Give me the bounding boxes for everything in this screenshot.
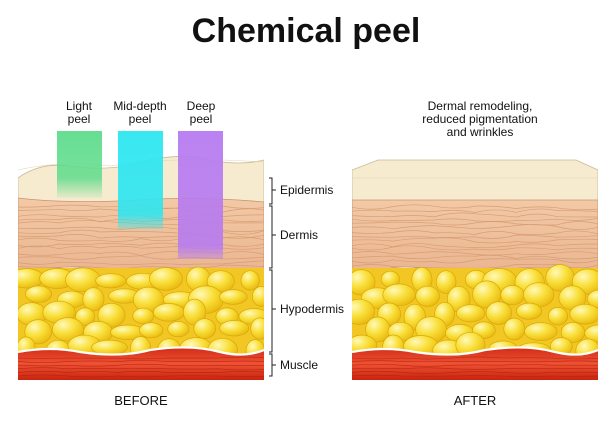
fat-cell (18, 268, 45, 289)
fat-cell (82, 287, 105, 312)
after-description: Dermal remodeling, reduced pigmentation … (422, 99, 538, 139)
muscle-label: Muscle (280, 358, 319, 372)
fat-cell (584, 324, 598, 343)
fat-cell (250, 317, 264, 340)
mid-depth-peel-bar (118, 131, 163, 229)
epidermis-label: Epidermis (280, 183, 334, 197)
fat-cell (219, 320, 250, 337)
fat-cell (91, 339, 128, 356)
fat-cell (132, 307, 155, 325)
fat-cell (516, 302, 543, 320)
fat-cell (152, 303, 185, 322)
fat-cell (352, 269, 376, 296)
fat-cell (97, 302, 126, 328)
fat-cell (547, 307, 569, 326)
fat-cell (485, 301, 512, 325)
fat-cell (500, 285, 525, 306)
fat-cell (219, 289, 248, 305)
fat-cell (148, 267, 183, 291)
fat-cell (524, 322, 558, 341)
fat-cell (456, 304, 486, 323)
fat-cell (586, 289, 598, 309)
dermis-label: Dermis (280, 228, 318, 242)
fat-cell (251, 286, 264, 307)
deep-peel-bar (178, 131, 223, 259)
fat-cell (415, 285, 440, 307)
hypodermis-label: Hypodermis (280, 302, 345, 316)
after-muscle (352, 347, 598, 380)
layer-brackets (269, 177, 276, 377)
fat-cell (95, 273, 127, 289)
fat-cell (382, 283, 416, 307)
fat-cell (352, 298, 375, 325)
after-caption: AFTER (453, 393, 497, 408)
fat-cell (25, 285, 52, 303)
fat-cell (569, 303, 598, 325)
fat-cell (24, 319, 52, 345)
fat-cell (193, 318, 216, 339)
light-peel-bar (57, 131, 102, 198)
fat-cell (139, 322, 164, 339)
after-epidermis (352, 159, 598, 207)
after-skin-block (352, 159, 598, 380)
fat-cell (167, 321, 190, 338)
fat-cell (240, 270, 260, 291)
diagram-title: Chemical peel (191, 12, 421, 50)
before-caption: BEFORE (114, 393, 168, 408)
fat-cell (75, 307, 96, 326)
fat-cell (503, 317, 526, 341)
fat-cell (435, 270, 457, 294)
